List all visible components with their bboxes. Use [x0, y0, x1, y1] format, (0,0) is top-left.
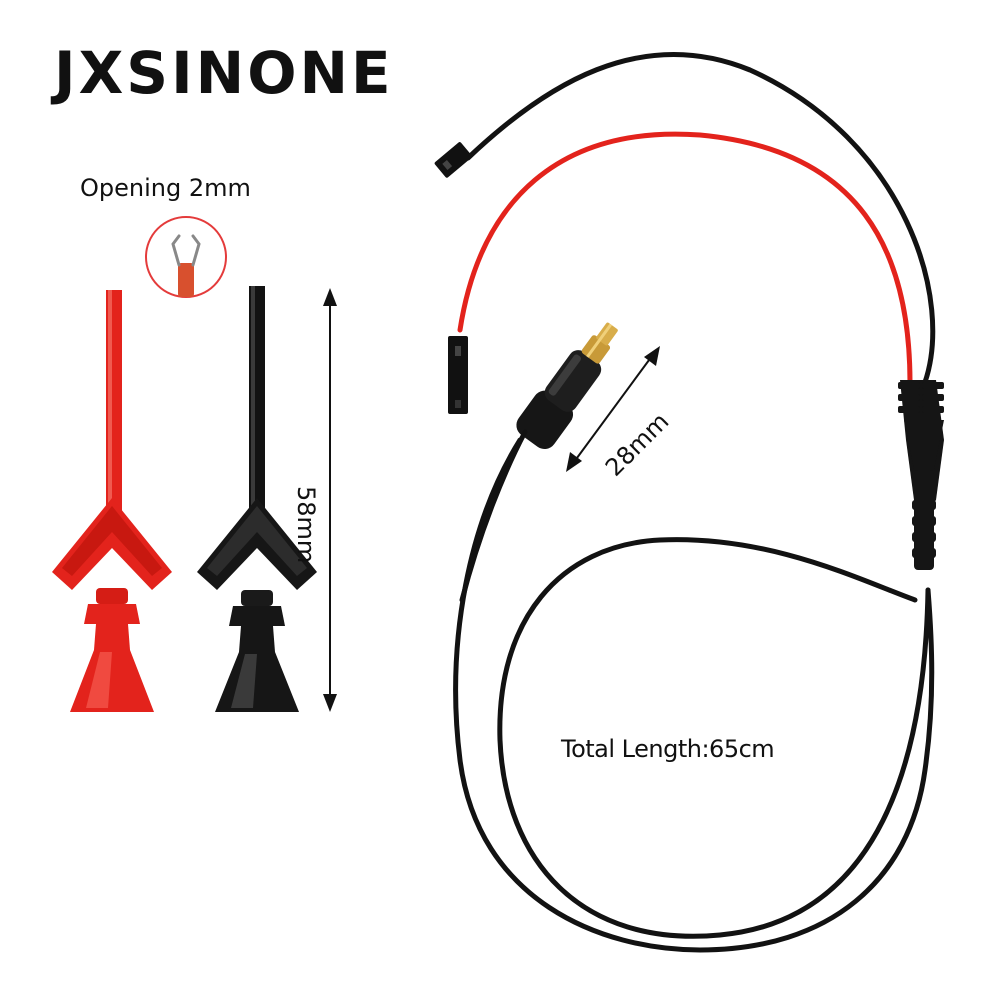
- opening-label: Opening 2mm: [80, 174, 251, 202]
- brand-logo: JXSINONE: [54, 39, 394, 107]
- red-lead-wire: [457, 131, 913, 386]
- dupont-header-red: [448, 336, 468, 414]
- mcx-connector: [516, 322, 618, 449]
- probe-length-arrow: [323, 288, 337, 712]
- probe-length-label: 58mm: [292, 486, 320, 564]
- connector-tail: [459, 429, 528, 603]
- dupont-header-black: [434, 142, 472, 178]
- opening-detail-inset: [145, 216, 227, 298]
- black-lead-wire: [465, 52, 936, 388]
- wire-splitter-boot: [898, 380, 944, 570]
- red-test-hook-clip: [52, 290, 172, 712]
- black-test-hook-clip: [197, 286, 317, 712]
- total-length-label: Total Length:65cm: [561, 735, 775, 763]
- main-coax-cable: [453, 437, 935, 953]
- cable-loop-ring: [497, 537, 931, 939]
- connector-length-arrow: [566, 346, 660, 472]
